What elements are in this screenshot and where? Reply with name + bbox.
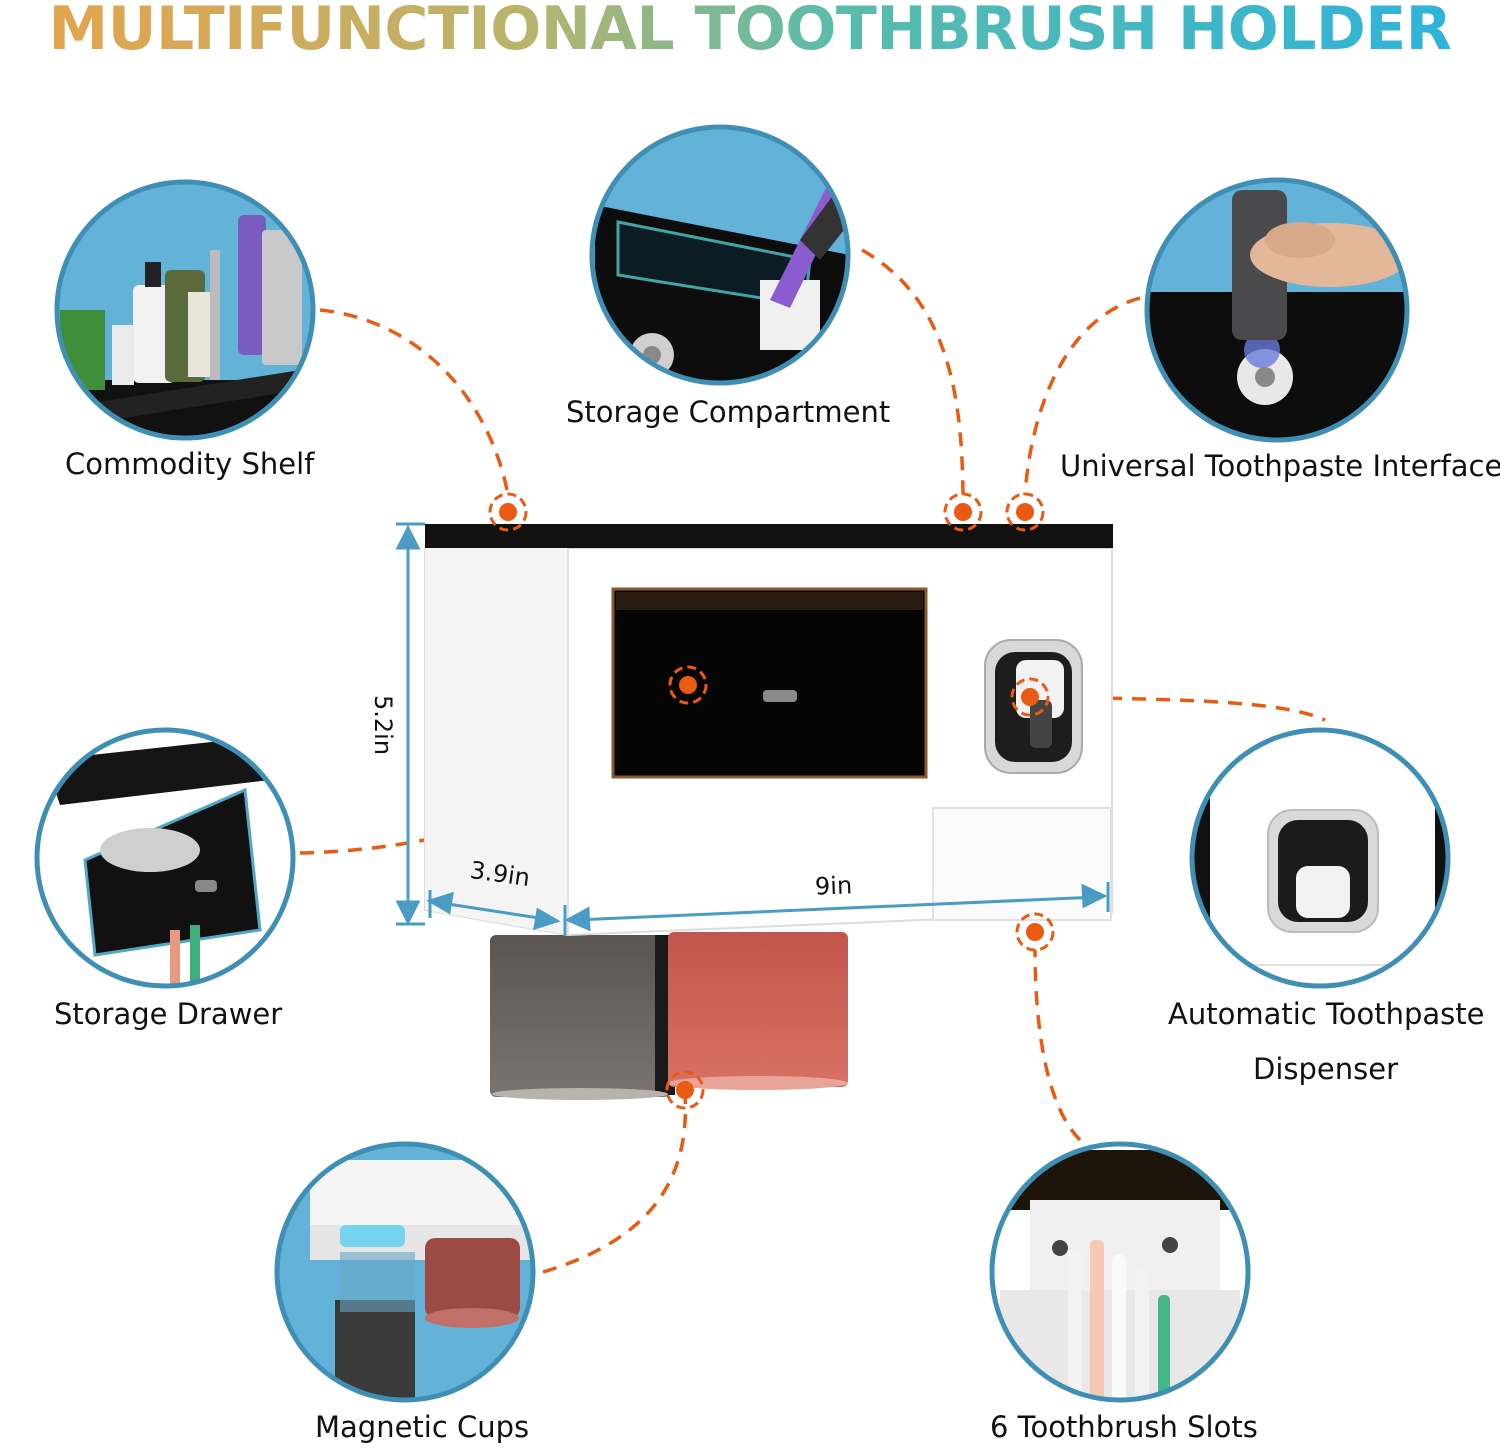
dimension-width: 9in <box>814 871 853 901</box>
label-toothbrush-slots: 6 Toothbrush Slots <box>990 1410 1258 1444</box>
marker-dots <box>488 492 1055 1110</box>
label-storage-drawer: Storage Drawer <box>54 997 283 1031</box>
commodity-shelf-image <box>54 179 316 441</box>
marker-commodity-shelf <box>488 492 528 532</box>
storage-window <box>611 587 928 779</box>
marker-auto-dispenser <box>1010 677 1050 717</box>
label-auto-dispenser-line2: Dispenser <box>1253 1052 1398 1086</box>
red-cup <box>668 932 848 1087</box>
universal-interface-image <box>1144 177 1410 443</box>
connector-auto-dispenser <box>1059 695 1326 722</box>
connector-magnetic-cups <box>542 1094 688 1274</box>
dimension-height: 5.2in <box>369 695 397 756</box>
connector-commodity-shelf <box>319 308 510 496</box>
connector-toothbrush-slots <box>1033 949 1082 1142</box>
grey-cup <box>490 935 670 1097</box>
connector-storage-compartment <box>861 248 965 496</box>
label-magnetic-cups: Magnetic Cups <box>315 1410 530 1444</box>
marker-toothbrush-slots <box>1015 912 1055 952</box>
magnetic-cups-image <box>274 1141 536 1403</box>
label-auto-dispenser-line1: Automatic Toothpaste <box>1168 997 1485 1031</box>
page-title: MULTIFUNCTIONAL TOOTHBRUSH HOLDER <box>0 0 1500 74</box>
storage-compartment-image <box>589 124 851 386</box>
marker-storage-compartment <box>943 492 983 532</box>
label-universal-interface: Universal Toothpaste Interface <box>1060 449 1500 483</box>
storage-drawer-image <box>34 727 296 989</box>
connector-universal-interface <box>1023 296 1141 496</box>
marker-storage-drawer <box>668 665 708 705</box>
marker-universal-interface <box>1005 492 1045 532</box>
label-commodity-shelf: Commodity Shelf <box>65 447 315 481</box>
main-product <box>424 524 1113 1100</box>
marker-magnetic-cups <box>665 1070 705 1110</box>
toothbrush-slots-image <box>989 1141 1251 1403</box>
auto-dispenser-image <box>1189 727 1451 989</box>
dimension-arrows <box>395 522 1110 935</box>
label-storage-compartment: Storage Compartment <box>566 395 891 429</box>
top-shelf <box>425 524 1113 548</box>
